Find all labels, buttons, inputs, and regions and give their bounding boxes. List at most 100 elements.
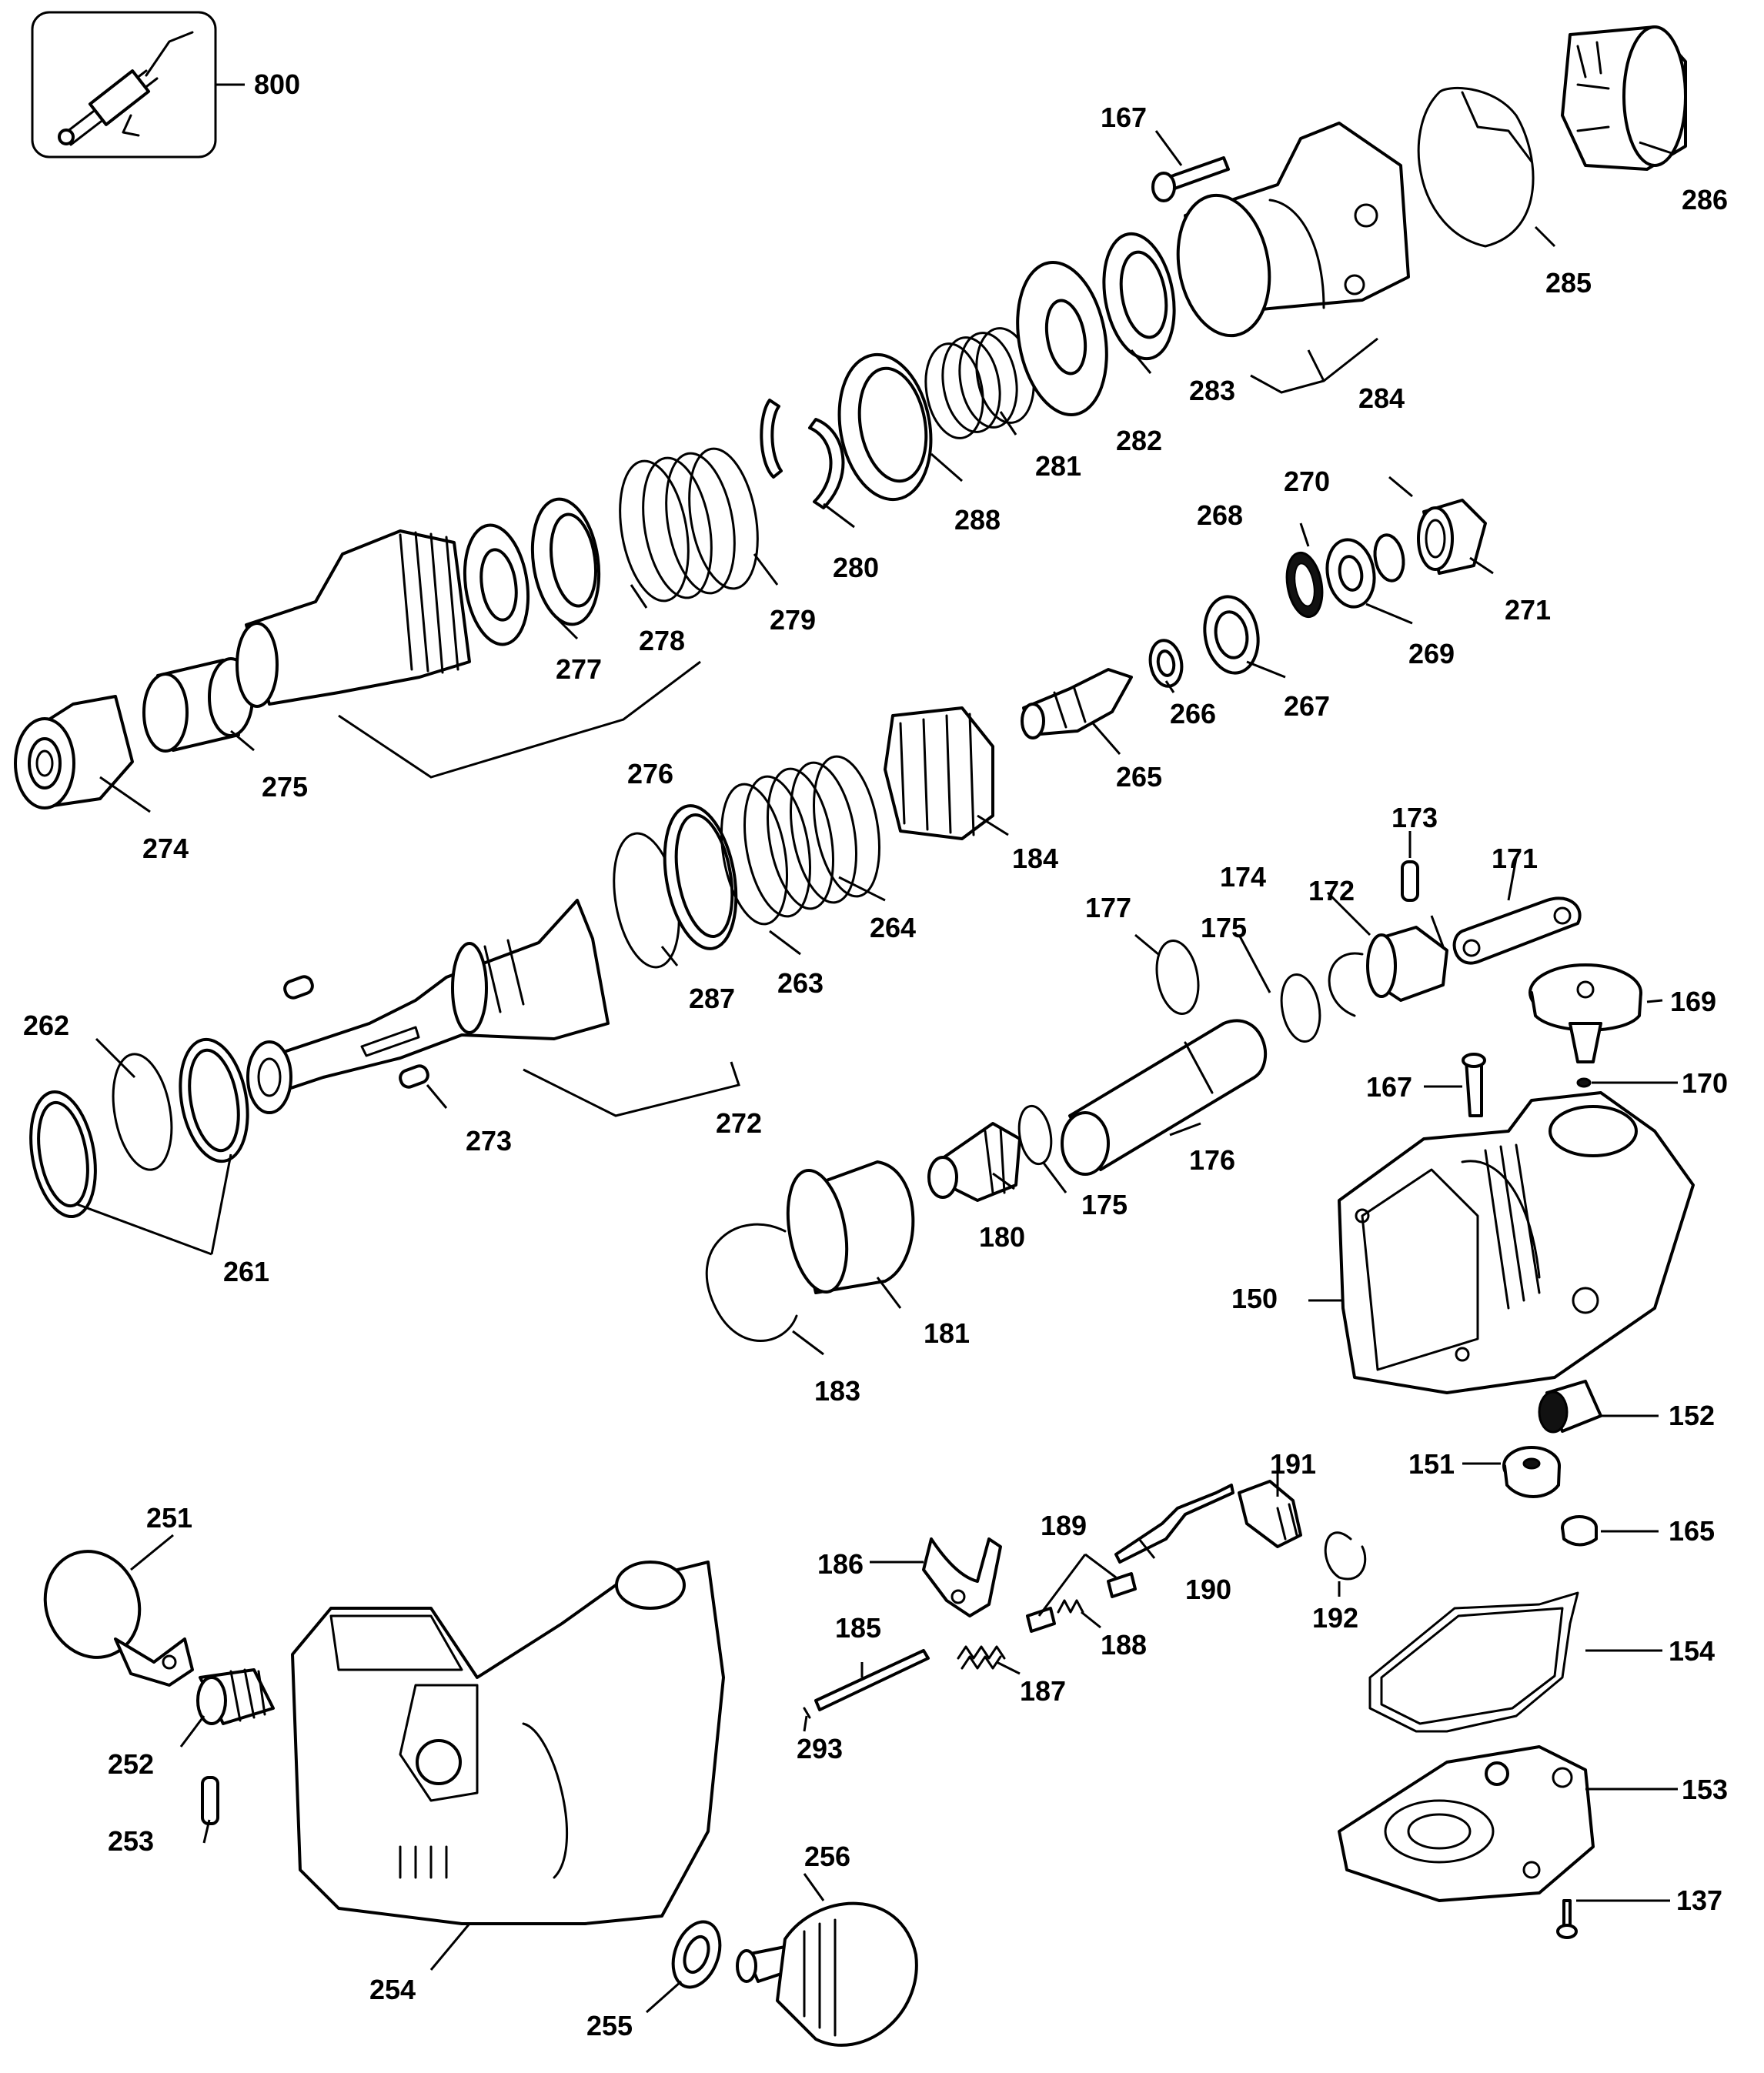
label-269: 269	[1408, 638, 1455, 669]
part-180	[927, 1122, 1021, 1202]
label-287: 287	[689, 983, 735, 1014]
label-283: 283	[1189, 375, 1235, 406]
part-271	[1417, 499, 1487, 575]
part-176	[1061, 1019, 1268, 1176]
label-272: 272	[716, 1107, 762, 1139]
part-276	[236, 529, 471, 708]
part-286	[1561, 25, 1687, 171]
label-190: 190	[1185, 1574, 1231, 1605]
part-186	[922, 1537, 1002, 1617]
label-188: 188	[1101, 1629, 1147, 1661]
part-167-top	[1151, 156, 1230, 202]
part-255	[671, 1920, 722, 1989]
label-186: 186	[817, 1548, 864, 1580]
part-264	[720, 755, 881, 926]
label-192: 192	[1312, 1602, 1358, 1634]
label-174: 174	[1220, 861, 1266, 893]
label-273: 273	[466, 1125, 512, 1157]
label-177: 177	[1085, 892, 1131, 923]
part-172	[1366, 926, 1448, 1002]
label-184: 184	[1012, 843, 1058, 874]
label-280: 280	[833, 552, 879, 583]
label-181: 181	[924, 1317, 970, 1349]
label-189: 189	[1041, 1510, 1087, 1541]
label-191: 191	[1270, 1448, 1316, 1480]
label-137: 137	[1676, 1884, 1722, 1916]
label-167-lower: 167	[1366, 1071, 1412, 1103]
part-267	[1203, 595, 1260, 675]
label-170: 170	[1682, 1067, 1728, 1099]
label-281: 281	[1035, 450, 1081, 482]
label-254: 254	[369, 1974, 416, 2005]
label-171: 171	[1492, 843, 1538, 874]
label-276: 276	[627, 758, 673, 789]
part-181	[786, 1160, 915, 1294]
part-282	[1016, 261, 1108, 416]
part-191	[1238, 1480, 1302, 1548]
leader-lines	[76, 83, 1678, 2014]
part-262	[112, 1053, 173, 1171]
label-263: 263	[777, 967, 824, 999]
part-170	[1576, 1077, 1592, 1088]
part-261	[29, 1037, 249, 1219]
label-167-top: 167	[1101, 102, 1147, 133]
part-252	[196, 1668, 275, 1725]
label-175-upper: 175	[1201, 912, 1247, 943]
part-175-upper	[1280, 973, 1321, 1043]
label-165: 165	[1669, 1515, 1715, 1547]
label-172: 172	[1308, 875, 1355, 906]
part-171	[1452, 896, 1582, 965]
label-286: 286	[1682, 184, 1728, 215]
label-282: 282	[1116, 425, 1162, 456]
label-154: 154	[1669, 1635, 1715, 1667]
part-279	[619, 447, 759, 603]
part-187	[957, 1645, 1006, 1670]
label-183: 183	[814, 1375, 860, 1407]
label-293: 293	[797, 1733, 843, 1764]
part-173	[1401, 860, 1419, 902]
label-261: 261	[223, 1256, 269, 1287]
part-280	[760, 399, 845, 509]
label-152: 152	[1669, 1400, 1715, 1431]
part-169	[1528, 963, 1642, 1063]
label-253: 253	[108, 1825, 154, 1857]
label-268: 268	[1197, 499, 1243, 531]
part-183	[705, 1223, 798, 1342]
part-254	[291, 1561, 725, 1925]
label-274: 274	[142, 833, 189, 864]
part-253	[201, 1776, 219, 1825]
part-272	[246, 899, 610, 1114]
part-labels: 800 167 286 285 283 284 282 281 288 280 …	[23, 68, 1728, 2041]
label-285: 285	[1545, 267, 1592, 299]
label-279: 279	[770, 604, 816, 636]
label-175-lower: 175	[1081, 1189, 1128, 1220]
part-192	[1324, 1531, 1367, 1581]
part-137	[1556, 1899, 1578, 1939]
label-271: 271	[1505, 594, 1551, 626]
part-277	[463, 523, 530, 646]
part-174	[1328, 952, 1364, 1017]
label-256: 256	[804, 1841, 850, 1872]
label-176: 176	[1189, 1144, 1235, 1176]
part-184	[884, 706, 994, 840]
label-275: 275	[262, 771, 308, 803]
label-252: 252	[108, 1748, 154, 1780]
label-277: 277	[556, 653, 602, 685]
part-177	[1155, 940, 1200, 1015]
label-278: 278	[639, 625, 685, 656]
label-169: 169	[1670, 986, 1716, 1017]
label-150: 150	[1231, 1283, 1278, 1314]
label-266: 266	[1170, 698, 1216, 729]
part-285	[1417, 86, 1535, 248]
part-153	[1338, 1745, 1595, 1902]
part-265	[1021, 668, 1133, 739]
label-270: 270	[1284, 466, 1330, 497]
part-288	[837, 352, 933, 502]
part-154	[1368, 1591, 1579, 1733]
label-185: 185	[835, 1612, 881, 1644]
label-255: 255	[586, 2010, 633, 2041]
label-151: 151	[1408, 1448, 1455, 1480]
part-167-lower	[1462, 1053, 1486, 1117]
part-274	[14, 695, 134, 810]
part-189	[1026, 1572, 1137, 1633]
